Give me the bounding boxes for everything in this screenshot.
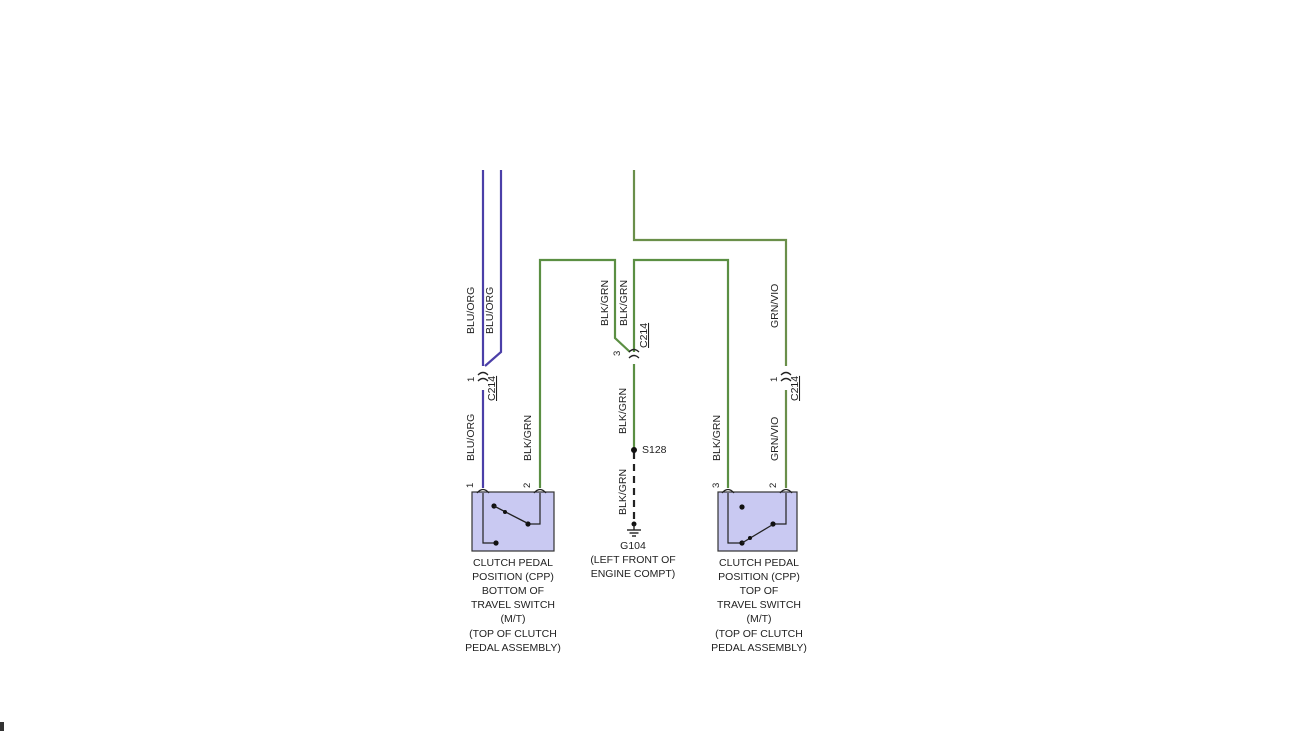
label-blu-org-left: BLU/ORG <box>465 287 477 334</box>
label-blk-grn-right: BLK/GRN <box>711 415 723 461</box>
top-switch-caption-3: TOP OF <box>740 585 779 597</box>
bottom-switch-caption-1: CLUTCH PEDAL <box>473 557 553 569</box>
label-blk-grn-upper-a: BLK/GRN <box>599 280 611 326</box>
wire-grn-vio-upper <box>632 170 788 366</box>
splice-s128-dot <box>631 447 637 453</box>
pin-top-switch-2: 2 <box>768 483 779 488</box>
wire-blu-org-right <box>484 170 503 367</box>
bottom-travel-switch-symbol <box>471 488 555 552</box>
ground-g104-symbol <box>627 521 641 537</box>
bottom-switch-caption-2: POSITION (CPP) <box>472 571 554 583</box>
label-blk-grn-ground: BLK/GRN <box>617 469 629 515</box>
label-blk-grn-left: BLK/GRN <box>522 415 534 461</box>
top-switch-caption-6: (TOP OF CLUTCH <box>715 628 803 640</box>
top-switch-caption-7: PEDAL ASSEMBLY) <box>711 642 807 654</box>
pin-bottom-switch-2: 2 <box>522 483 533 488</box>
label-c214-left: C214 <box>486 376 498 401</box>
bottom-switch-caption-3: BOTTOM OF <box>482 585 544 597</box>
c214-right-connector <box>780 371 792 382</box>
top-switch-caption-5: (M/T) <box>746 613 771 625</box>
ground-g104-location-1: (LEFT FRONT OF <box>590 554 675 566</box>
ground-g104-location-2: ENGINE COMPT) <box>591 568 676 580</box>
edge-artifact <box>0 722 4 731</box>
bottom-switch-caption-6: (TOP OF CLUTCH <box>469 628 557 640</box>
bottom-switch-caption-4: TRAVEL SWITCH <box>471 599 555 611</box>
top-switch-caption-4: TRAVEL SWITCH <box>717 599 801 611</box>
ground-g104-id: G104 <box>620 540 646 552</box>
c214-center-connector <box>628 348 640 359</box>
wire-blk-grn-right <box>632 258 730 488</box>
top-travel-switch-symbol <box>717 488 798 552</box>
label-grn-vio-lower: GRN/VIO <box>769 417 781 461</box>
pin-c214-left: 1 <box>466 377 477 382</box>
bottom-switch-caption-5: (M/T) <box>500 613 525 625</box>
label-c214-right: C214 <box>789 376 801 401</box>
top-switch-caption-1: CLUTCH PEDAL <box>719 557 799 569</box>
label-blu-org-lower: BLU/ORG <box>465 414 477 461</box>
pin-bottom-switch-1: 1 <box>465 483 476 488</box>
label-grn-vio-upper: GRN/VIO <box>769 284 781 328</box>
label-blk-grn-mid: BLK/GRN <box>617 388 629 434</box>
label-c214-center: C214 <box>638 323 650 348</box>
pin-c214-right: 1 <box>769 377 780 382</box>
label-blu-org-right: BLU/ORG <box>484 287 496 334</box>
wire-blk-grn-left <box>538 258 631 488</box>
top-switch-caption-2: POSITION (CPP) <box>718 571 800 583</box>
c214-left-connector <box>477 371 489 382</box>
bottom-switch-caption-7: PEDAL ASSEMBLY) <box>465 642 561 654</box>
pin-top-switch-3: 3 <box>711 483 722 488</box>
splice-s128-label: S128 <box>642 444 667 456</box>
pin-c214-center: 3 <box>612 351 623 356</box>
label-blk-grn-upper-b: BLK/GRN <box>618 280 630 326</box>
